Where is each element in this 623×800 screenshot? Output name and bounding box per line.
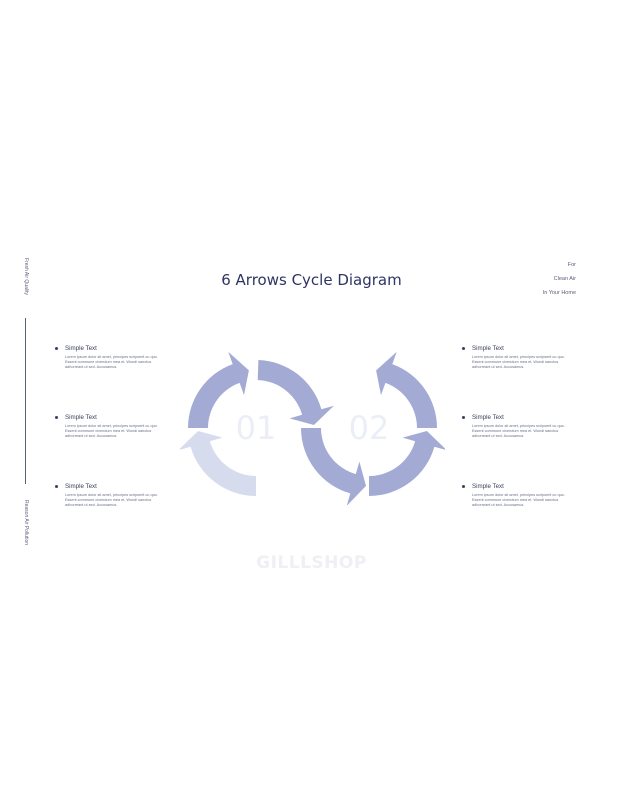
text-item-left-1: Simple Text Lorem ipsum dolor sit amet, … [55,345,173,370]
item-heading: Simple Text [472,414,504,421]
item-body: Lorem ipsum dolor sit amet, principes sc… [65,355,158,369]
text-item-left-2: Simple Text Lorem ipsum dolor sit amet, … [55,414,173,439]
text-item-right-2: Simple Text Lorem ipsum dolor sit amet, … [462,414,580,439]
cycle-number-2: 02 [349,409,390,447]
item-heading: Simple Text [65,345,97,352]
cycle-2-arrow-bottom-right [369,431,445,496]
text-item-left-3: Simple Text Lorem ipsum dolor sit amet, … [55,483,173,508]
corner-text-2: Clean Air [553,276,576,282]
item-body: Lorem ipsum dolor sit amet, principes sc… [472,424,565,438]
bullet-icon [55,485,58,488]
cycle-diagram: 01 02 [180,351,445,505]
cycle-1-arrow-top-right [257,360,334,425]
corner-text-1: For [567,262,576,268]
item-heading: Simple Text [472,483,504,490]
watermark: GILLLSHOP [256,553,367,573]
bullet-icon [462,347,465,350]
item-body: Lorem ipsum dolor sit amet, principes sc… [65,424,158,438]
item-heading: Simple Text [65,414,97,421]
cycle-1-arrow-bottom-left [180,431,256,496]
bullet-icon [55,416,58,419]
side-divider [25,318,26,484]
corner-text-3: In Your Home [542,290,576,296]
item-heading: Simple Text [65,483,97,490]
bullet-icon [462,416,465,419]
item-body: Lorem ipsum dolor sit amet, principes sc… [472,355,565,369]
cycle-1-arrow-top-left [188,351,249,428]
bullet-icon [462,485,465,488]
page-title: 6 Arrows Cycle Diagram [221,271,402,289]
text-item-right-1: Simple Text Lorem ipsum dolor sit amet, … [462,345,580,370]
cycle-2-arrow-top-right [376,351,437,428]
cycle-number-1: 01 [236,409,277,447]
bullet-icon [55,347,58,350]
cycle-2-arrow-bottom-left [301,428,366,505]
item-heading: Simple Text [472,345,504,352]
item-body: Lorem ipsum dolor sit amet, principes sc… [472,493,565,507]
item-body: Lorem ipsum dolor sit amet, principes sc… [65,493,158,507]
text-item-right-3: Simple Text Lorem ipsum dolor sit amet, … [462,483,580,508]
